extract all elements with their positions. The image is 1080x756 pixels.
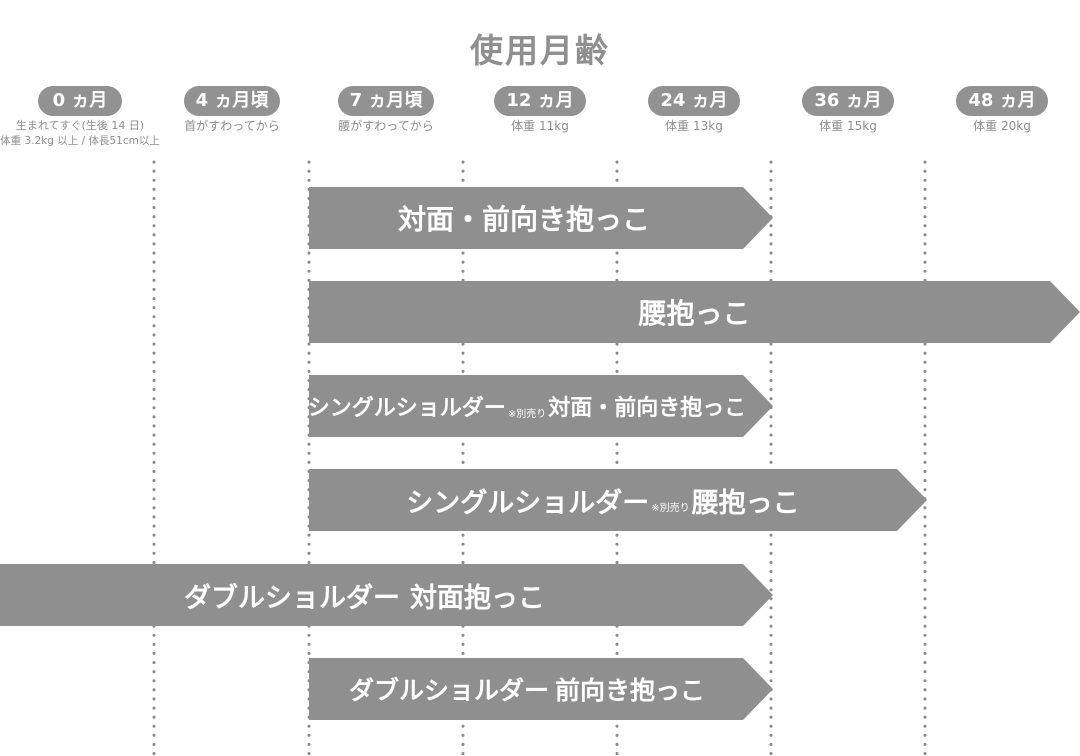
chart-title: 使用月齢	[470, 31, 610, 70]
age-label: 4 ヵ月頃	[183, 86, 281, 116]
column-12-months: 12 ヵ月 体重 11kg	[460, 86, 620, 134]
bar-double-shoulder-forward: ダブルショルダー 前向き抱っこ	[309, 658, 773, 720]
age-note: 体重 11kg	[511, 119, 569, 133]
age-label: 7 ヵ月頃	[337, 86, 435, 116]
bar-hip-carry: 腰抱っこ	[309, 281, 1080, 343]
column-36-months: 36 ヵ月 体重 15kg	[768, 86, 928, 134]
age-note: 体重 15kg	[819, 119, 877, 133]
column-4-months: 4 ヵ月頃 首がすわってから	[152, 86, 312, 134]
age-label: 24 ヵ月	[648, 86, 740, 116]
age-label: 12 ヵ月	[494, 86, 586, 116]
bar-prefix: ダブルショルダー	[348, 676, 549, 705]
age-note-2: 体重 3.2kg 以上 / 体長51cm以上	[0, 135, 160, 147]
bar-single-shoulder-hip: シングルショルダー ※別売り 腰抱っこ	[309, 469, 927, 531]
column-48-months: 48 ヵ月 体重 20kg	[922, 86, 1080, 134]
age-note: 腰がすわってから	[338, 119, 434, 133]
bar-double-shoulder-face: ダブルショルダー 対面抱っこ	[0, 564, 773, 626]
column-0-months: 0 ヵ月 生まれてすぐ(生後 14 日) 体重 3.2kg 以上 / 体長51c…	[0, 86, 160, 148]
bar-label: 対面抱っこ	[410, 582, 545, 614]
bar-label: 腰抱っこ	[691, 487, 800, 519]
bar-prefix: シングルショルダー	[307, 396, 506, 421]
bar-prefix: シングルショルダー	[406, 487, 650, 519]
age-note: 生まれてすぐ(生後 14 日)	[15, 119, 145, 132]
bar-prefix: ダブルショルダー	[184, 582, 400, 614]
column-7-months: 7 ヵ月頃 腰がすわってから	[306, 86, 466, 134]
bar-face-forward-carry: 対面・前向き抱っこ	[309, 187, 773, 249]
age-label: 36 ヵ月	[802, 86, 894, 116]
age-note: 体重 20kg	[973, 119, 1031, 133]
age-note: 体重 13kg	[665, 119, 723, 133]
column-24-months: 24 ヵ月 体重 13kg	[614, 86, 774, 134]
bar-label: 対面・前向き抱っこ	[548, 396, 747, 421]
bar-label: 前向き抱っこ	[555, 676, 706, 705]
bar-single-shoulder-face-forward: シングルショルダー ※別売り 対面・前向き抱っこ	[309, 375, 773, 437]
bar-label: 対面・前向き抱っこ	[397, 203, 650, 236]
age-label: 48 ヵ月	[956, 86, 1048, 116]
sold-separately-note: ※別売り	[651, 502, 690, 514]
age-note: 首がすわってから	[184, 119, 280, 133]
age-label: 0 ヵ月	[38, 86, 122, 116]
bar-label: 腰抱っこ	[638, 297, 751, 330]
sold-separately-note: ※別売り	[507, 408, 547, 420]
